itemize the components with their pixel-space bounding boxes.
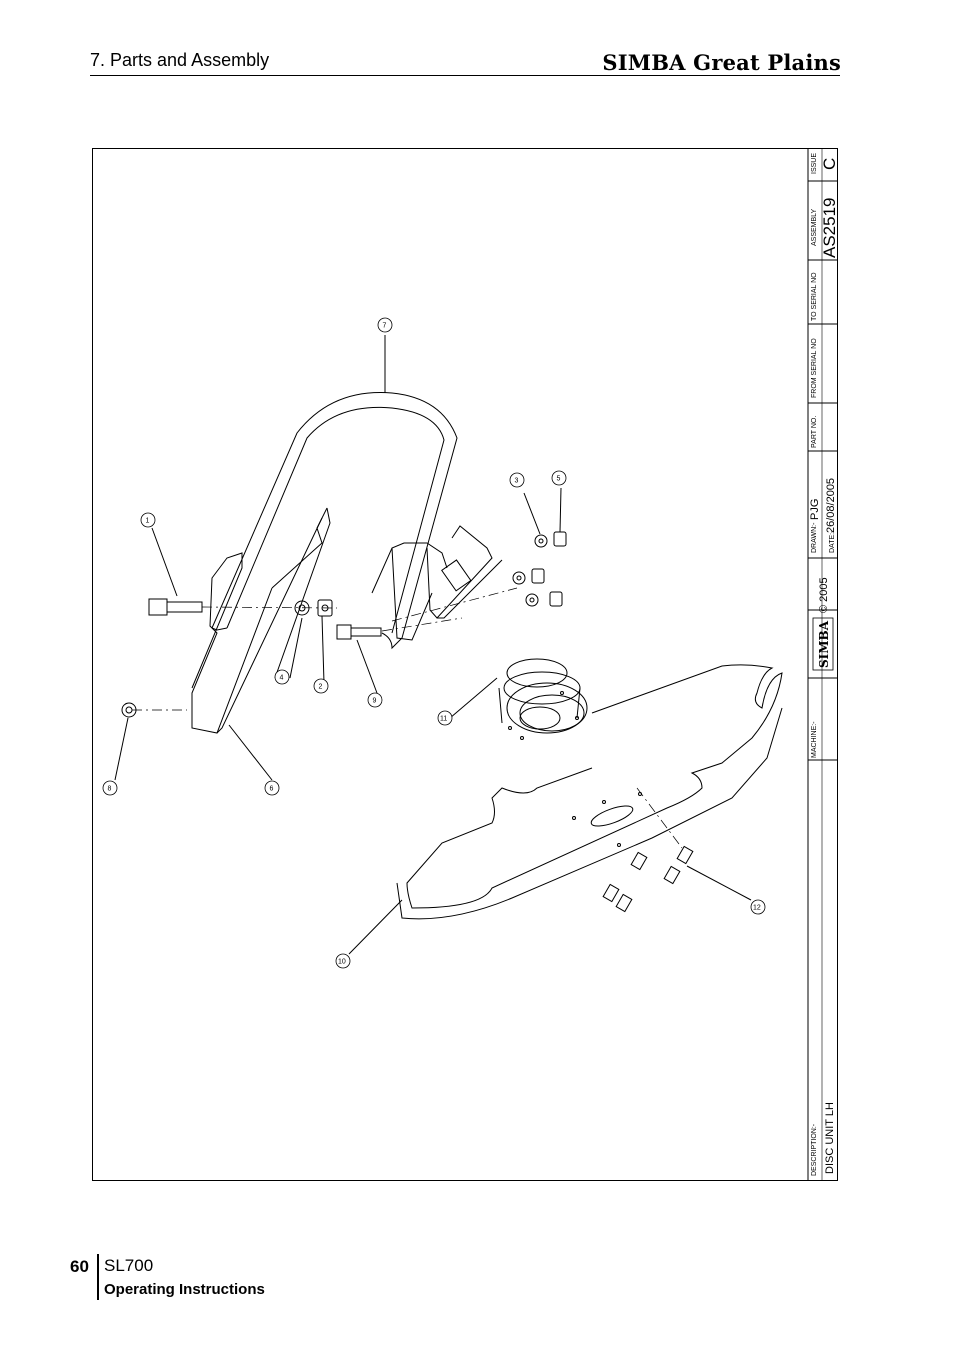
callout-group: 1 2 3 4 5 6 7 8 9 10 11 12 (102, 317, 766, 969)
svg-text:9: 9 (373, 698, 377, 705)
copyright: © 2005 (818, 577, 830, 613)
to-serial-label: TO SERIAL NO (811, 272, 818, 321)
exploded-parts-drawing: 1 2 3 4 5 6 7 8 9 10 11 12 ISSUE C ASSEM… (102, 148, 838, 1181)
svg-text:SIMBA: SIMBA (817, 620, 831, 668)
footer-divider (97, 1254, 99, 1300)
svg-text:7: 7 (383, 323, 387, 330)
date-value: 26/08/2005 (825, 478, 837, 533)
callout-8: 8 (102, 780, 118, 796)
machine-label: MACHINE:- (811, 721, 818, 758)
callout-5: 5 (551, 470, 567, 486)
title-block: ISSUE C ASSEMBLY AS2519 TO SERIAL NO FRO… (809, 153, 838, 1176)
callout-11: 11 (437, 710, 453, 726)
svg-text:11: 11 (440, 716, 447, 723)
callout-9: 9 (367, 692, 383, 708)
callout-10: 10 (335, 953, 351, 969)
issue-label: ISSUE (811, 153, 818, 174)
model-name: SL700 (104, 1256, 154, 1275)
svg-text:1: 1 (146, 518, 150, 525)
drawn-value: PJG (809, 499, 821, 520)
part-no-label: PART NO. (811, 416, 818, 448)
assembly-label: ASSEMBLY (811, 208, 818, 246)
brand-logo: SIMBA Great Plains (602, 50, 841, 75)
drawn-label: DRAWN:- (811, 522, 818, 553)
callout-6: 6 (264, 780, 280, 796)
svg-text:6: 6 (270, 786, 274, 793)
document-subtitle: Operating Instructions (104, 1281, 265, 1298)
date-label: DATE:- (829, 530, 836, 553)
issue-value: C (820, 158, 838, 170)
svg-text:2: 2 (319, 684, 323, 691)
header-divider (90, 75, 840, 76)
simba-logo-stamp: SIMBA (812, 617, 834, 671)
drawing-frame (92, 148, 838, 1181)
description-value: DISC UNIT LH (824, 1102, 836, 1174)
callout-12: 12 (750, 899, 766, 915)
callout-3: 3 (509, 472, 525, 488)
from-serial-label: FROM SERIAL NO (811, 338, 818, 398)
svg-text:3: 3 (515, 478, 519, 485)
page-number: 60 (70, 1257, 89, 1276)
section-title: 7. Parts and Assembly (90, 50, 270, 70)
svg-text:5: 5 (557, 476, 561, 483)
callout-7: 7 (377, 317, 393, 333)
svg-text:4: 4 (280, 675, 284, 682)
svg-text:10: 10 (338, 959, 346, 966)
assembly-number: AS2519 (820, 198, 838, 259)
callout-2: 2 (313, 678, 329, 694)
description-label: DESCRIPTION:- (811, 1123, 818, 1176)
callout-4: 4 (274, 669, 290, 685)
svg-text:12: 12 (753, 905, 761, 912)
svg-text:8: 8 (108, 786, 112, 793)
callout-1: 1 (140, 512, 156, 528)
